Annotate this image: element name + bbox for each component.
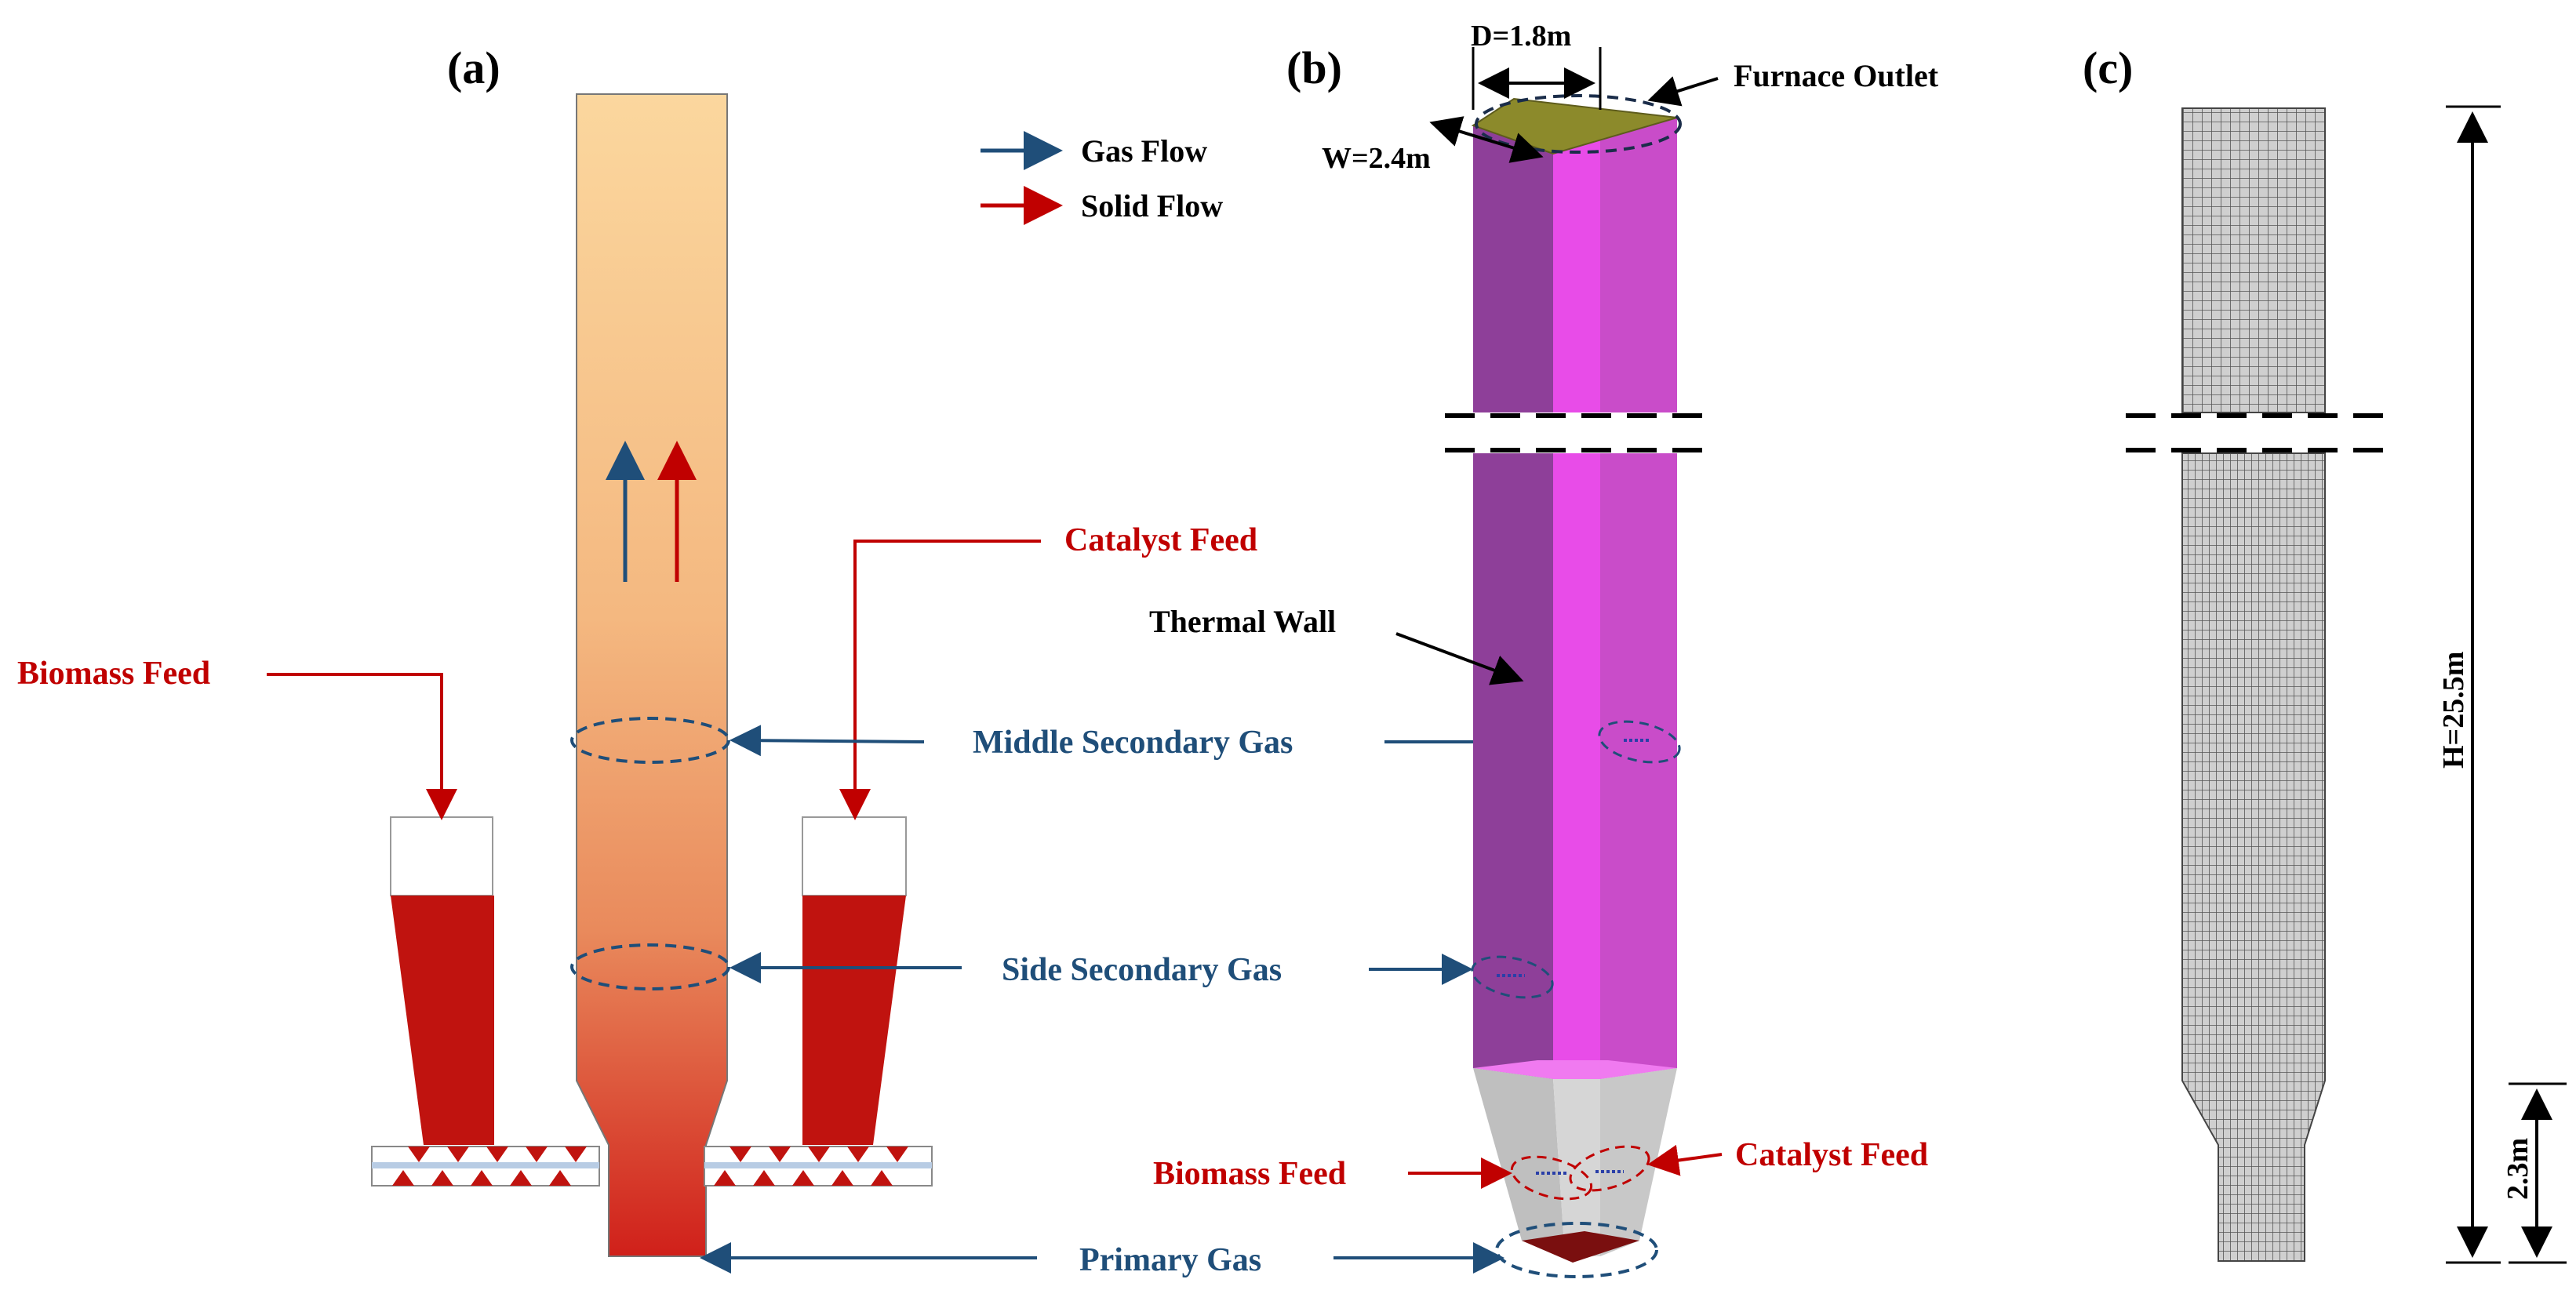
primary-gas-ring-b xyxy=(1495,1222,1658,1278)
riser-right-face-upper xyxy=(1600,118,1677,412)
middle-secondary-gas-ring-a xyxy=(570,717,730,764)
side-secondary-gas-label: Side Secondary Gas xyxy=(1002,952,1282,988)
riser-left-face-upper xyxy=(1473,125,1553,412)
catalyst-feed-leader-a xyxy=(839,540,1041,820)
panel-a-label: (a) xyxy=(447,42,500,93)
riser-taper-right xyxy=(1600,1068,1677,1256)
width-label: W=2.4m xyxy=(1322,142,1431,175)
biomass-feed-leader-a xyxy=(267,673,457,820)
panel-c: (c) H=25.5m 2.3m xyxy=(2083,42,2567,1264)
catalyst-feed-label-b: Catalyst Feed xyxy=(1735,1137,1928,1173)
riser-bottom-ledge xyxy=(1473,1060,1677,1079)
legend-solid-flow-label: Solid Flow xyxy=(1081,188,1223,223)
catalyst-feed-label-a: Catalyst Feed xyxy=(1064,522,1257,558)
biomass-feed-label-a: Biomass Feed xyxy=(17,656,210,692)
side-secondary-gas-ring-a xyxy=(570,943,730,990)
biomass-hopper xyxy=(390,816,494,1145)
depth-label: D=1.8m xyxy=(1471,20,1571,53)
thermal-wall-arrow xyxy=(1395,632,1524,685)
riser-column xyxy=(576,93,728,1257)
panel-c-label: (c) xyxy=(2083,42,2133,93)
injector-marks xyxy=(1497,739,1650,1175)
middle-secondary-gas-arrow-left xyxy=(730,725,925,757)
side-secondary-gas-ring-b xyxy=(1471,955,1554,999)
legend-gas-flow-label: Gas Flow xyxy=(1081,133,1207,169)
mesh-upper xyxy=(2181,107,2326,413)
thermal-wall-label: Thermal Wall xyxy=(1149,604,1336,639)
riser-left-face-lower xyxy=(1473,453,1553,1079)
width-dim-line xyxy=(1429,116,1544,163)
panel-b: (b) D=1.8m W=2.4m F xyxy=(1149,20,1939,1278)
furnace-outlet-label: Furnace Outlet xyxy=(1734,58,1939,93)
primary-gas-inlet-b xyxy=(1522,1231,1639,1263)
middle-secondary-gas-ring-b xyxy=(1598,720,1681,764)
primary-gas-label: Primary Gas xyxy=(1079,1242,1261,1278)
middle-secondary-gas-label: Middle Secondary Gas xyxy=(973,725,1293,761)
mesh-lower xyxy=(2181,452,2326,1262)
riser-mid-face-upper xyxy=(1553,138,1600,412)
riser-mid-face-lower xyxy=(1553,453,1600,1079)
legend: Gas Flow Solid Flow xyxy=(981,131,1223,225)
height-label: H=25.5m xyxy=(2437,652,2470,769)
right-screw-feeder xyxy=(704,1146,933,1187)
catalyst-feed-arrow-b xyxy=(1647,1144,1723,1176)
panel-a: (a) Biomass Feed xyxy=(17,42,1595,1278)
biomass-feed-label-b: Biomass Feed xyxy=(1153,1156,1346,1192)
panel-b-label: (b) xyxy=(1286,42,1342,93)
left-screw-feeder xyxy=(371,1146,600,1187)
furnace-outlet-arrow xyxy=(1647,76,1719,107)
catalyst-hopper xyxy=(802,816,907,1145)
lower-height-label: 2.3m xyxy=(2501,1138,2534,1200)
riser-taper-left xyxy=(1473,1068,1565,1256)
riser-right-face-lower xyxy=(1600,453,1677,1079)
